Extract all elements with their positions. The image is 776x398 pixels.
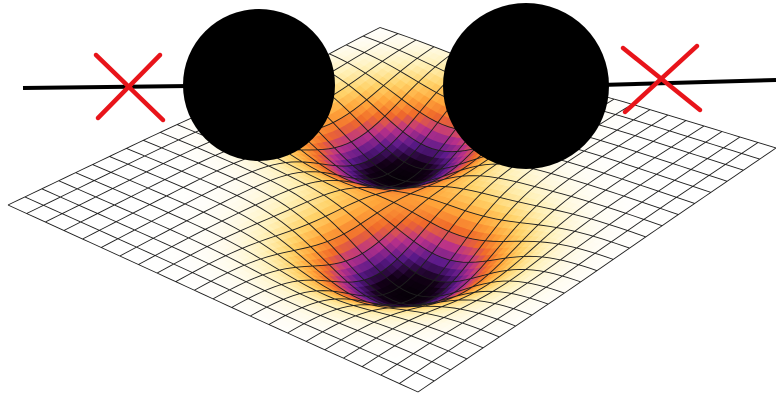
right-cross-marker [620,43,703,115]
right-ball [443,3,609,169]
axis-line-right [599,78,776,87]
left-ball [183,9,335,161]
axis-line-left [22,84,191,90]
